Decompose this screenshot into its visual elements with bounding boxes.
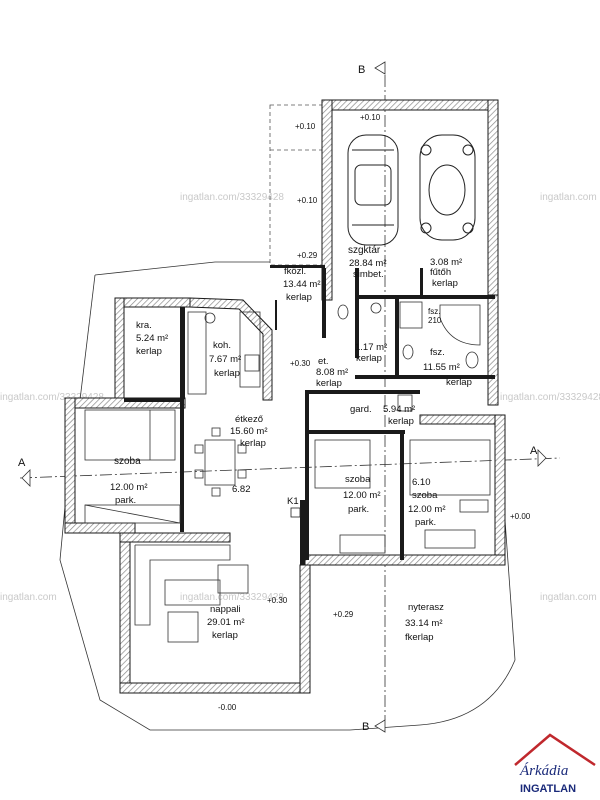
room-area-szoba3: 12.00 m² [408,504,446,515]
room-code-szoba3: 6.10 [412,477,431,488]
roof-icon [514,733,596,767]
watermark-text: ingatlan.com [0,592,57,603]
watermark-text: ingatlan.com [540,192,597,203]
room-area-nappali: 29.01 m² [207,617,245,628]
room-area-szoba1: 12.00 m² [110,482,148,493]
room-floor-fkozl: kerlap [286,292,312,303]
level-label: 6.82 [232,484,251,495]
room-area-nyterasz: 33.14 m² [405,618,443,629]
room-floor-koh: kerlap [214,368,240,379]
section-arrow-icon [21,469,31,487]
room-floor-nyterasz: fkerlap [405,632,434,643]
room-floor-gard: kerlap [388,416,414,427]
room-area-wc: 1.17 m² [355,342,387,353]
level-label: +0.29 [333,610,354,619]
watermark-text: ingatlan.com/33329428 [500,392,600,403]
logo: Árkádia INGATLAN [514,733,596,795]
room-name-szgktar: szgktár [348,245,381,256]
room-area-koh: 7.67 m² [209,354,241,365]
room-area-et: 8.08 m² [316,367,348,378]
logo-script: Árkádia [519,762,568,779]
room-floor-szoba3: park. [415,517,436,528]
watermark-text: ingatlan.com/33329428 [0,392,104,403]
section-arrow-icon [537,449,547,467]
room-area-kra: 5.24 m² [136,333,168,344]
room-name-szoba3: szoba [412,490,438,501]
room-floor-kra: kerlap [136,346,162,357]
room-area-etkezo: 15.60 m² [230,426,268,437]
room-area-fkozl: 13.44 m² [283,279,321,290]
room-floor-wc: kerlap [356,353,382,364]
exterior-walls [64,99,506,694]
room-floor-fsz: kerlap [446,377,472,388]
watermark-text: ingatlan.com [540,592,597,603]
level-label: +0.10 [360,113,381,122]
car-icon [347,134,399,246]
section-label-a-left: A [18,457,26,469]
room-name-gard: gard. [350,404,372,415]
room-name-fsz: fsz. [430,347,445,358]
watermark-text: ingatlan.com/33329428 [180,592,284,603]
level-label: +0.30 [290,359,311,368]
section-label-b-top: B [358,64,365,76]
car-icon [419,134,476,241]
site-outline [59,261,516,731]
room-floor-futoh: kerlap [432,278,458,289]
room-area-futoh: 3.08 m² [430,257,462,268]
room-floor-etkezo: kerlap [240,438,266,449]
column-icon [290,507,301,518]
level-label: +0.00 [510,512,531,521]
room-name-futoh: fűtőh [430,267,451,278]
room-name-et: et. [318,356,329,367]
watermark-text: ingatlan.com/33329428 [180,192,284,203]
room-floor-szoba2: park. [348,504,369,515]
room-name-koh: koh. [213,340,231,351]
section-lines [19,75,561,720]
room-name-nappali: nappali [210,604,241,615]
level-label: K1 [287,496,299,507]
section-label-a-right: A [530,445,538,457]
level-label: +0.10 [295,122,316,131]
watermarks: ingatlan.com/33329428 ingatlan.com ingat… [0,192,600,603]
level-markers: +0.10 +0.10 +0.10 +0.29 +0.30 +0.30 +0.2… [218,113,531,712]
section-arrow-icon [374,719,386,733]
room-area-fsz: 11.55 m² [423,362,460,373]
level-label: +0.29 [297,251,318,260]
section-label-b-bottom: B [362,721,369,733]
room-name-fkozl: fközl. [284,266,306,277]
furniture [84,301,491,643]
room-labels: szgktár 28.84 m² simbet. 3.08 m² fűtőh k… [110,245,472,643]
room-area-gard: 5.94 m² [383,404,415,415]
level-label: -0.00 [218,703,237,712]
room-floor-nappali: kerlap [212,630,238,641]
room-name-szoba1: szoba [114,456,141,467]
room-area-szgktar: 28.84 m² [349,258,387,269]
room-name-szoba2: szoba [345,474,371,485]
interior-walls [124,265,495,565]
room-name-etkezo: étkező [235,414,263,425]
room-area-szoba2: 12.00 m² [343,490,381,501]
room-code-fsz210: 210 [428,316,442,325]
section-markers: B B A A [18,61,547,733]
room-floor-et: kerlap [316,378,342,389]
room-name-kra: kra. [136,320,152,331]
room-floor-szgktar: simbet. [353,269,384,280]
room-floor-szoba1: park. [115,495,136,506]
logo-brand: INGATLAN [520,783,576,795]
section-arrow-icon [374,61,386,75]
level-label: +0.10 [297,196,318,205]
room-name-nyterasz: nyterasz [408,602,444,613]
level-label: +0.30 [267,596,288,605]
room-name-fsz210: fsz. [428,307,440,316]
